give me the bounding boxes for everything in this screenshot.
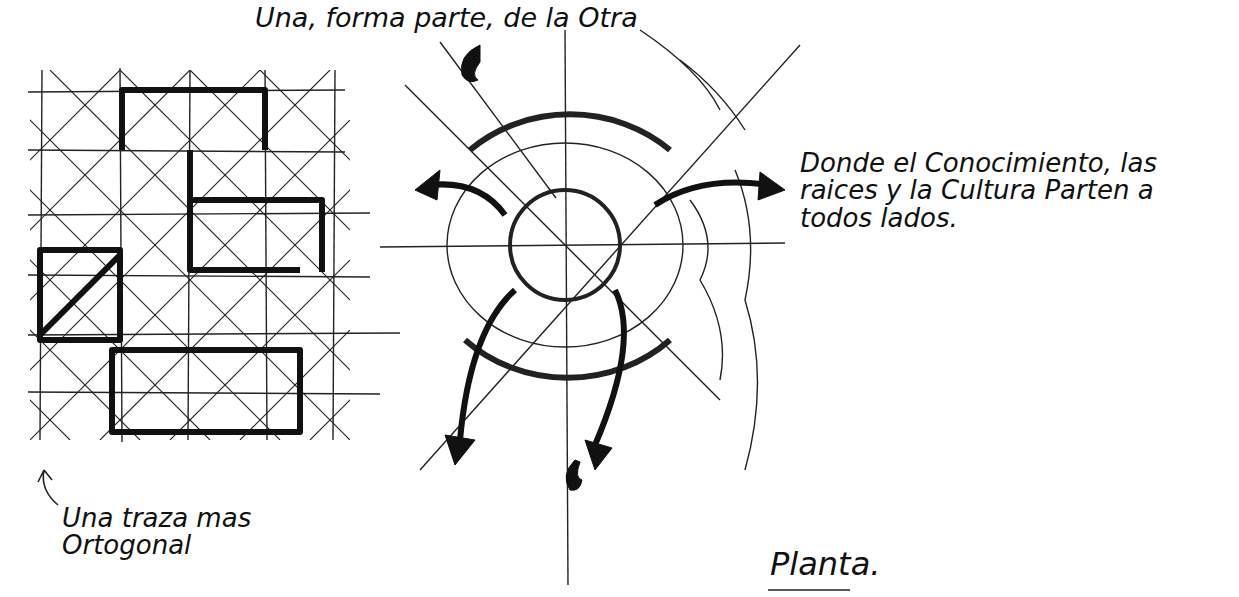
underline: [768, 589, 850, 591]
grid: [28, 68, 400, 442]
note-label: Donde el Conocimiento, las raices y la C…: [800, 150, 1200, 232]
view-title: Planta.: [770, 548, 970, 582]
arrows: [415, 45, 785, 490]
orthogonal-plan: [40, 90, 322, 432]
radial-plan: [380, 30, 800, 585]
leader-line: [38, 470, 58, 505]
note-label: Una traza mas Ortogonal: [62, 505, 282, 560]
diagonal-grid: [30, 70, 350, 440]
note-label: Una, forma parte, de la Otra: [255, 4, 675, 32]
